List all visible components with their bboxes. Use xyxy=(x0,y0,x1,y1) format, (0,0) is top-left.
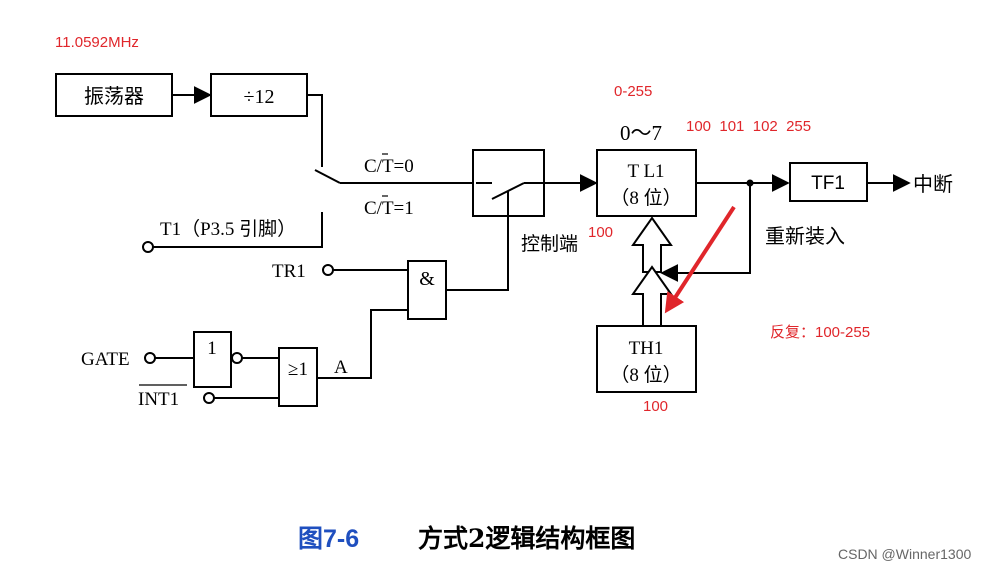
and-output-wire xyxy=(446,216,509,291)
divider-block xyxy=(210,73,308,117)
not-gate-symbol: 1 xyxy=(207,338,217,359)
reload-transfer-arrow-upper xyxy=(631,216,673,273)
not-gate-bubble xyxy=(231,352,243,364)
t1-pin-terminal xyxy=(142,241,154,253)
a-signal-label: A xyxy=(334,357,348,378)
tl1-initial-note: 100 xyxy=(588,224,613,241)
oscillator-label: 振荡器 xyxy=(84,85,144,108)
reload-label: 重新装入 xyxy=(765,225,845,248)
reload-transfer-arrow-lower xyxy=(631,265,673,327)
tl1-bits-label: 0～7 xyxy=(620,121,662,145)
tr1-terminal xyxy=(322,264,334,276)
range-note: 0-255 xyxy=(614,83,652,100)
th1-register xyxy=(596,325,697,393)
or-gate-symbol: ≥1 xyxy=(288,359,308,380)
oscillator-frequency-note: 11.0592MHz xyxy=(55,34,139,51)
tf1-label: TF1 xyxy=(811,173,845,194)
ct0-label: C/T=0 xyxy=(364,156,414,177)
divider-label: ÷12 xyxy=(244,86,275,108)
oscillator-block xyxy=(55,73,173,117)
int1-terminal xyxy=(203,392,215,404)
or-gate xyxy=(278,347,318,407)
control-terminal-label: 控制端 xyxy=(521,233,578,255)
th1-value-note: 100 xyxy=(643,398,668,415)
t1-pin-wire xyxy=(148,212,323,248)
interrupt-label: 中断 xyxy=(913,173,953,196)
th1-width: （8 位） xyxy=(610,364,681,386)
and-gate-symbol: & xyxy=(419,268,435,290)
gate-label: GATE xyxy=(81,349,130,370)
and-gate xyxy=(407,260,447,320)
divider-output-wire xyxy=(307,94,323,167)
tl1-name: T L1 xyxy=(627,161,664,182)
csdn-watermark: CSDN @Winner1300 xyxy=(838,546,971,562)
not-gate xyxy=(193,331,232,388)
tl1-values-note: 100 101 102 255 xyxy=(686,118,811,135)
th1-name: TH1 xyxy=(629,338,664,359)
annotation-red-arrow xyxy=(664,205,736,314)
ct1-label: C/T=1 xyxy=(364,198,414,219)
ct-switch xyxy=(314,169,341,184)
or-to-and-wire xyxy=(317,309,408,379)
t1-pin-label: T1（P3.5 引脚） xyxy=(160,218,296,240)
figure-title: 方式2逻辑结构框图 xyxy=(418,524,635,553)
repeat-note: 反复：100-255 xyxy=(770,323,870,341)
figure-number: 图7-6 xyxy=(298,525,359,553)
tr1-label: TR1 xyxy=(272,261,306,282)
tl1-register xyxy=(596,149,697,217)
tl1-width: （8 位） xyxy=(610,187,681,209)
gate-terminal xyxy=(144,352,156,364)
int1-label: INT1 xyxy=(138,389,179,410)
